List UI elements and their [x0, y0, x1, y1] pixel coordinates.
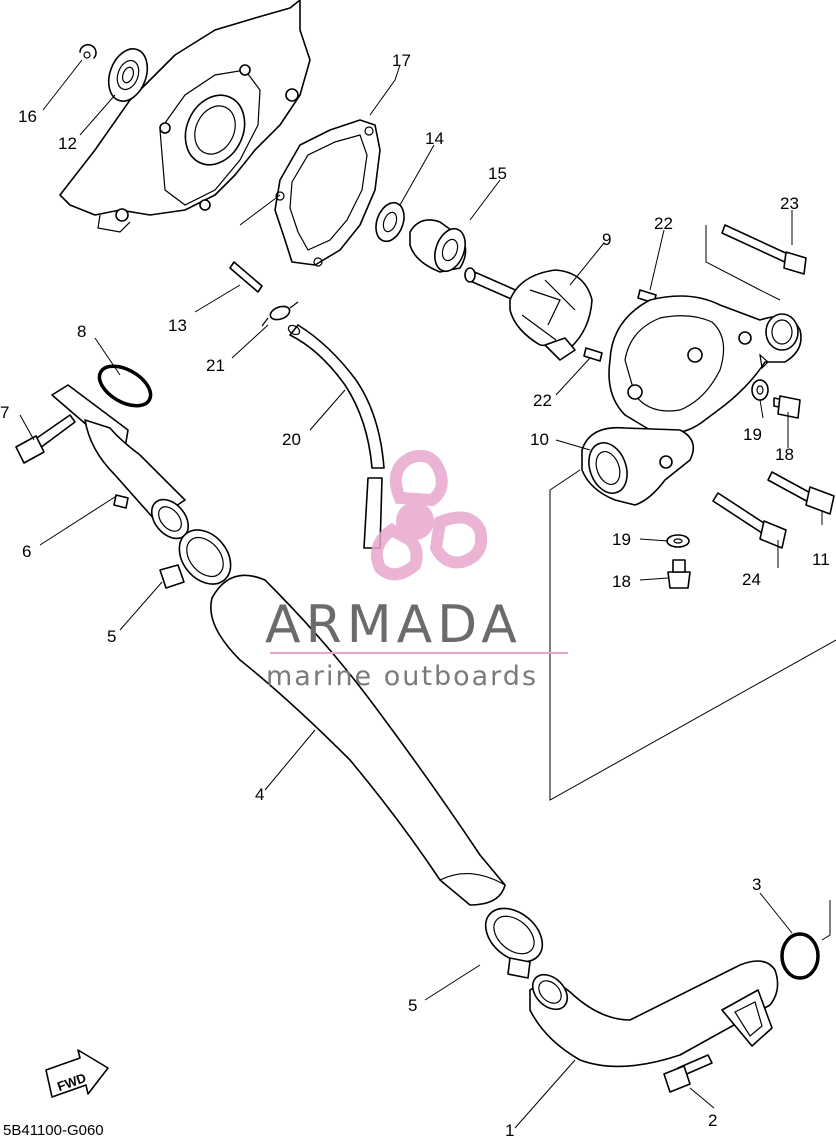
callout-19-upper: 19 [743, 425, 762, 444]
hose-4 [210, 574, 506, 906]
assembly-lines [239, 194, 836, 941]
callout-16: 16 [18, 107, 37, 126]
crankcase-cover [59, 0, 311, 233]
bolt-2 [663, 1054, 713, 1093]
bolt-18-upper [773, 395, 801, 419]
leader-lines [19, 59, 823, 1129]
callout-1: 1 [505, 1121, 514, 1138]
callout-6: 6 [22, 542, 31, 561]
callout-23: 23 [780, 194, 799, 213]
callout-24: 24 [742, 570, 761, 589]
bolt-23 [721, 224, 807, 275]
gasket-17 [274, 119, 381, 267]
circlip-16 [79, 43, 97, 59]
callout-numbers: 1 2 3 4 5 5 6 7 8 9 10 11 12 13 14 15 16… [0, 51, 830, 1138]
mechanical-seal-15 [409, 219, 467, 273]
armada-logo-mark [371, 449, 488, 581]
callout-15: 15 [488, 164, 507, 183]
callout-10: 10 [530, 430, 549, 449]
callout-5-upper: 5 [107, 627, 116, 646]
dowel-pin-22-lower [583, 347, 603, 362]
callout-22-lower: 22 [533, 391, 552, 410]
o-ring-8 [97, 364, 153, 408]
bearing-12 [107, 48, 149, 102]
callout-18-lower: 18 [612, 572, 631, 591]
watermark-brand: ARMADA [265, 595, 522, 655]
callout-11: 11 [812, 550, 830, 569]
hose-clip-21 [261, 301, 299, 327]
callout-21: 21 [206, 356, 225, 375]
callout-12: 12 [58, 134, 77, 153]
washer-19-upper [751, 379, 769, 401]
bolt-7 [15, 414, 76, 464]
fwd-arrow-icon: FWD [45, 1049, 109, 1098]
callout-9: 9 [602, 230, 611, 249]
callout-4: 4 [255, 785, 264, 804]
bolt-18-lower [667, 559, 691, 589]
callout-2: 2 [708, 1111, 717, 1130]
callout-13: 13 [168, 316, 187, 335]
dowel-pin-13 [229, 261, 263, 293]
callout-7: 7 [0, 403, 9, 422]
washer-19-lower [666, 534, 690, 548]
callout-3: 3 [752, 875, 761, 894]
hose-clamp-5-lower [484, 907, 544, 979]
oil-seal-14 [375, 201, 405, 243]
outlet-elbow-10 [581, 426, 695, 506]
diagram-code: 5B41100-G060 [3, 1122, 104, 1138]
callout-20: 20 [282, 430, 301, 449]
watermark-tagline: marine outboards [266, 661, 538, 692]
bolt-24 [712, 492, 787, 549]
o-ring-3 [780, 932, 820, 980]
hose-clamp-5-upper [159, 529, 232, 589]
callout-19-lower: 19 [612, 530, 631, 549]
hose-20 [287, 324, 385, 549]
inlet-pipe-6 [51, 384, 190, 540]
impeller-9 [464, 267, 593, 361]
outlet-pipe-1 [529, 960, 779, 1068]
callout-8: 8 [77, 322, 86, 341]
water-pump-housing [608, 295, 802, 435]
callout-5-lower: 5 [408, 996, 417, 1015]
callout-14: 14 [425, 129, 444, 148]
callout-22-upper: 22 [654, 214, 673, 233]
bolt-11 [767, 471, 835, 515]
callout-18-upper: 18 [775, 445, 794, 464]
callout-17: 17 [392, 51, 411, 70]
